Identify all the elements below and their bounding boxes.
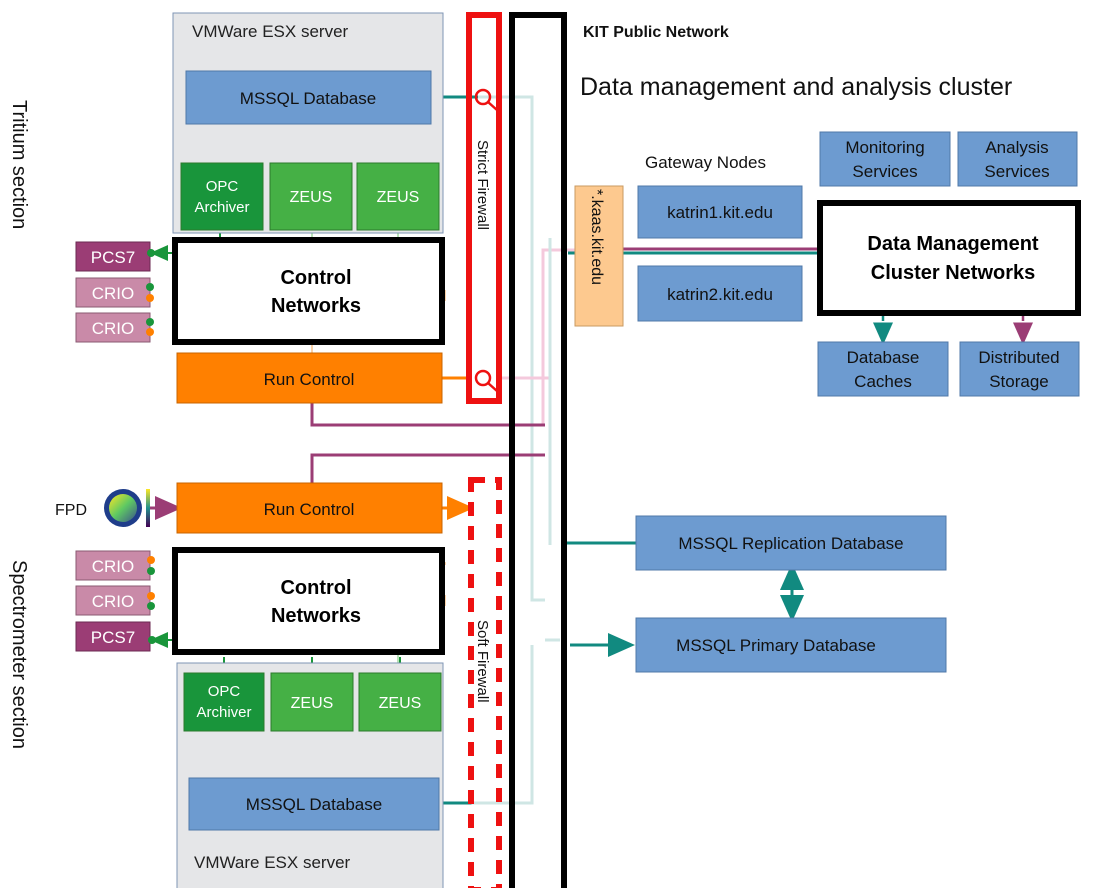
tritium-crio-2 (75, 312, 151, 343)
svg-text:Control: Control (280, 267, 351, 289)
svg-text:Services: Services (852, 162, 917, 181)
svg-text:Run Control: Run Control (264, 370, 355, 389)
svg-text:Archiver: Archiver (196, 704, 251, 721)
tritium-crio-1 (75, 277, 151, 308)
svg-text:Networks: Networks (271, 295, 361, 317)
svg-text:Analysis: Analysis (985, 138, 1048, 157)
spectrometer-crio1-port-green (147, 567, 155, 575)
spectrometer-crio-1 (75, 550, 151, 581)
soft-firewall (468, 477, 502, 888)
gateway-node-katrin2 (637, 265, 803, 322)
tritium-pcs7 (75, 241, 151, 272)
svg-text:CRIO: CRIO (92, 284, 135, 303)
tritium-pcs7-port (147, 249, 155, 257)
svg-text:CRIO: CRIO (92, 592, 135, 611)
tritium-crio2-port-orange (146, 328, 154, 336)
tritium-control-networks (172, 237, 445, 345)
tritium-mssql-database (185, 70, 432, 125)
spectrometer-opc-archiver (183, 672, 265, 732)
svg-text:Cluster Networks: Cluster Networks (871, 262, 1036, 284)
svg-text:ZEUS: ZEUS (291, 695, 334, 712)
spectrometer-zeus-2 (358, 672, 442, 732)
spectrometer-control-networks (172, 547, 445, 655)
tritium-opc-archiver (180, 162, 264, 231)
tritium-esx-label: VMWare ESX server (192, 22, 349, 41)
spectrometer-run-control (176, 482, 443, 534)
spectrometer-section: Run Control Control Networks CRIO CRIO P… (8, 482, 445, 888)
spectrometer-crio-2 (75, 585, 151, 616)
spectrometer-crio2-port-green (147, 602, 155, 610)
svg-text:Networks: Networks (271, 605, 361, 627)
inspect-icon (474, 88, 498, 111)
svg-text:Data Management: Data Management (867, 233, 1038, 255)
svg-text:Control: Control (280, 577, 351, 599)
tritium-section-label: Tritium section (8, 100, 30, 229)
database-caches (817, 341, 949, 397)
strict-firewall (466, 12, 502, 404)
kit-public-network-label: KIT Public Network (583, 24, 729, 41)
svg-text:PCS7: PCS7 (91, 628, 135, 647)
svg-text:Storage: Storage (989, 372, 1049, 391)
svg-text:Distributed: Distributed (978, 348, 1059, 367)
svg-text:Run Control: Run Control (264, 500, 355, 519)
data-management-cluster-networks (817, 200, 1081, 316)
svg-text:Archiver: Archiver (194, 199, 249, 216)
tritium-run-control (176, 352, 443, 404)
inspect-icon (474, 369, 498, 392)
mssql-replication-database (635, 515, 947, 571)
svg-text:MSSQL Database: MSSQL Database (246, 795, 382, 814)
svg-text:CRIO: CRIO (92, 557, 135, 576)
kaas-label: *.kaas.kit.edu (588, 189, 605, 285)
tritium-crio1-port-orange (146, 294, 154, 302)
gateway-node-katrin1 (637, 185, 803, 239)
tritium-crio1-port-green (146, 283, 154, 291)
spectrometer-section-label: Spectrometer section (8, 560, 30, 749)
svg-text:PCS7: PCS7 (91, 248, 135, 267)
kaas-gateway (574, 185, 624, 327)
distributed-storage (959, 341, 1080, 397)
svg-text:OPC: OPC (208, 683, 241, 700)
svg-text:ZEUS: ZEUS (377, 189, 420, 206)
tritium-zeus-1 (269, 162, 353, 231)
spectrometer-pcs7 (75, 621, 151, 652)
svg-text:Services: Services (984, 162, 1049, 181)
svg-text:ZEUS: ZEUS (290, 189, 333, 206)
tritium-crio2-port-green (146, 318, 154, 326)
svg-text:Database: Database (847, 348, 920, 367)
spectrometer-crio1-port-orange (147, 556, 155, 564)
svg-text:Caches: Caches (854, 372, 912, 391)
svg-text:katrin2.kit.edu: katrin2.kit.edu (667, 285, 773, 304)
kit-public-network-bar (509, 12, 567, 888)
spectrometer-zeus-1 (270, 672, 354, 732)
mssql-primary-database (635, 617, 947, 673)
soft-firewall-label: Soft Firewall (474, 620, 491, 703)
strict-firewall-label: Strict Firewall (474, 140, 491, 230)
cluster-title: Data management and analysis cluster (580, 73, 1012, 101)
svg-text:OPC: OPC (206, 178, 239, 195)
fpd-label: FPD (55, 502, 87, 519)
svg-text:CRIO: CRIO (92, 319, 135, 338)
tritium-section: VMWare ESX server MSSQL Database OPC Arc… (8, 12, 445, 404)
svg-text:katrin1.kit.edu: katrin1.kit.edu (667, 203, 773, 222)
svg-text:Monitoring: Monitoring (845, 138, 924, 157)
svg-text:ZEUS: ZEUS (379, 695, 422, 712)
spectrometer-esx-label: VMWare ESX server (194, 853, 351, 872)
gateway-nodes-label: Gateway Nodes (645, 153, 766, 172)
analysis-services (957, 131, 1078, 187)
spectrometer-mssql-database (188, 777, 440, 831)
svg-text:MSSQL Primary Database: MSSQL Primary Database (676, 636, 876, 655)
spectrometer-pcs7-port (148, 636, 156, 644)
monitoring-services (819, 131, 951, 187)
tritium-zeus-2 (356, 162, 440, 231)
svg-text:MSSQL Replication Database: MSSQL Replication Database (678, 534, 903, 553)
svg-text:MSSQL Database: MSSQL Database (240, 89, 376, 108)
spectrometer-crio2-port-orange (147, 592, 155, 600)
